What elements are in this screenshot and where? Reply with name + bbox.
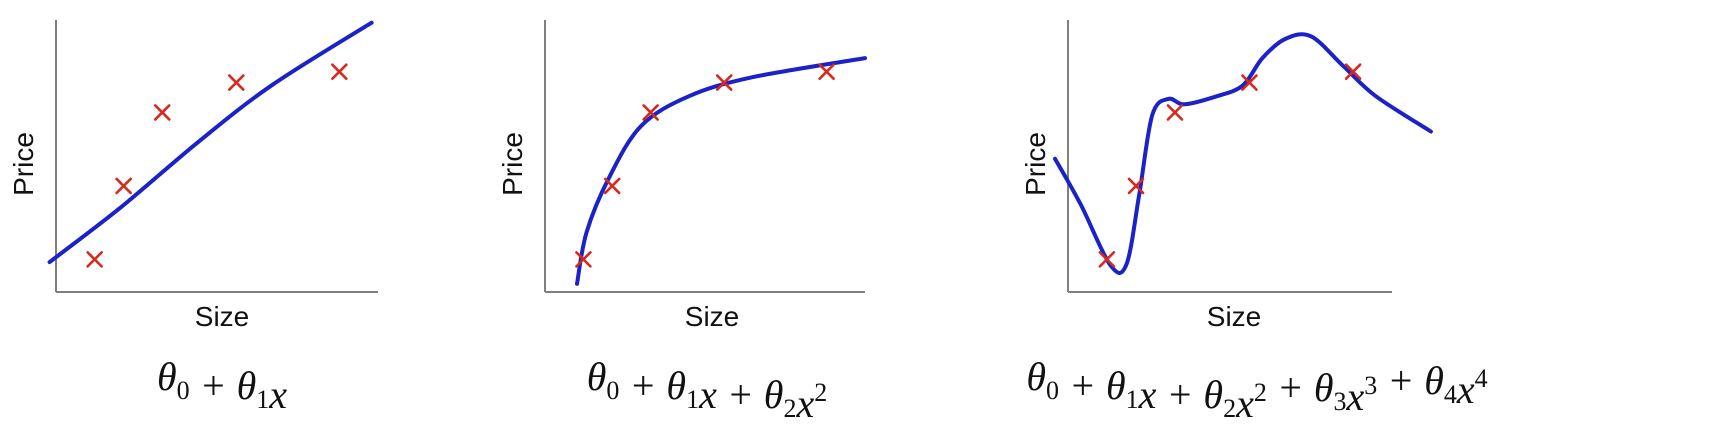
x-axis-label: Size bbox=[195, 301, 249, 332]
hypothesis-formula: θ0 + θ1x + θ2x2 + θ3x3 + θ4x4 bbox=[1026, 354, 1487, 426]
data-point-x-mark-icon bbox=[1344, 63, 1362, 80]
data-point-x-mark-icon bbox=[818, 63, 835, 80]
y-axis-label: Price bbox=[497, 132, 528, 196]
data-point-x-mark-icon bbox=[642, 104, 659, 121]
y-axis-label: Price bbox=[1020, 132, 1051, 196]
data-point-x-mark-icon bbox=[715, 74, 733, 91]
data-point-x-mark-icon bbox=[153, 104, 171, 121]
data-point-x-mark-icon bbox=[1241, 74, 1258, 91]
data-point-x-mark-icon bbox=[331, 63, 348, 80]
data-point-x-mark-icon bbox=[228, 74, 245, 91]
data-point-x-mark-icon bbox=[1166, 104, 1184, 121]
fit-curve bbox=[1053, 32, 1433, 275]
x-axis-label: Size bbox=[685, 301, 739, 332]
data-point-x-mark-icon bbox=[603, 177, 621, 195]
data-point-x-mark-icon bbox=[1127, 177, 1145, 195]
fit-curve bbox=[575, 56, 867, 286]
data-point-x-mark-icon bbox=[86, 251, 103, 268]
hypothesis-formula: θ0 + θ1x bbox=[157, 354, 287, 417]
fit-curve bbox=[47, 20, 374, 265]
x-axis-label: Size bbox=[1207, 301, 1261, 332]
y-axis-label: Price bbox=[8, 132, 39, 196]
hypothesis-formula: θ0 + θ1x + θ2x2 bbox=[587, 354, 827, 426]
data-point-x-mark-icon bbox=[575, 251, 592, 268]
data-point-x-mark-icon bbox=[115, 177, 132, 195]
data-point-x-mark-icon bbox=[1098, 251, 1116, 268]
